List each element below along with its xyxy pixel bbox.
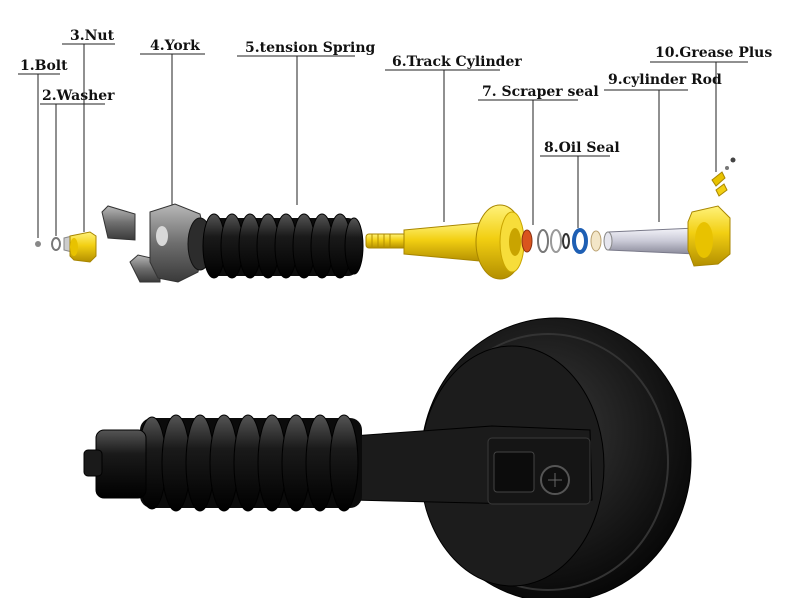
label-york: 4.York	[150, 38, 200, 54]
washer-part	[51, 235, 73, 253]
oil-seal-part	[562, 228, 602, 254]
track-cylinder-part	[365, 204, 525, 280]
york-part	[101, 203, 213, 283]
label-tension-spring: 5.tension Spring	[245, 40, 376, 56]
tension-spring-part	[202, 213, 364, 279]
label-track-cylinder: 6.Track Cylinder	[392, 54, 522, 70]
label-bolt: 1.Bolt	[20, 58, 68, 74]
cylinder-rod-part	[603, 227, 697, 255]
nut-part	[69, 231, 97, 263]
assembled-idler-unit	[83, 317, 692, 598]
grease-plus-part	[687, 157, 736, 267]
label-nut: 3.Nut	[70, 28, 115, 44]
label-oil-seal: 8.Oil Seal	[544, 140, 620, 156]
label-cylinder-rod: 9.cylinder Rod	[608, 72, 722, 88]
bolt-part	[35, 241, 41, 247]
leader-lines	[18, 43, 748, 238]
label-washer: 2.Washer	[42, 88, 115, 104]
scraper-seal-part	[521, 229, 562, 253]
label-grease-plus: 10.Grease Plus	[655, 45, 773, 61]
label-scraper-seal: 7. Scraper seal	[482, 84, 599, 100]
